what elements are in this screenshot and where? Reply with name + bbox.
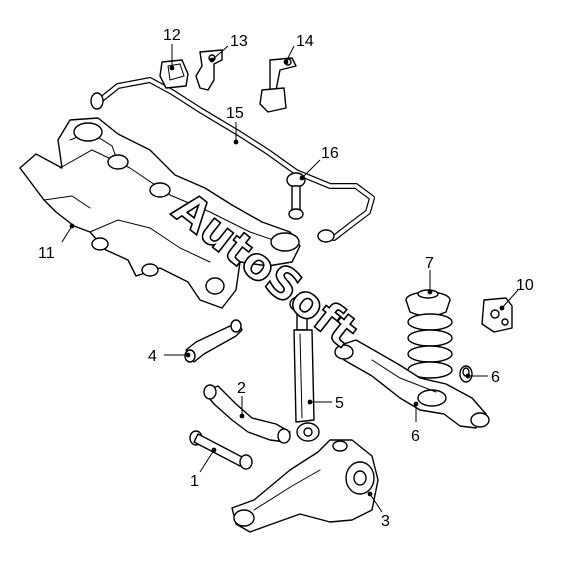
- label-12: 12: [163, 27, 181, 44]
- part-anti-roll-bar: [90, 77, 375, 243]
- label-14: 14: [296, 33, 314, 50]
- part-toe-link: [189, 430, 253, 470]
- part-spring-seat: [405, 289, 451, 317]
- part-bushing-clamp: [195, 49, 223, 91]
- label-4: 4: [148, 348, 157, 365]
- label-6: 6: [411, 428, 420, 445]
- label-5: 5: [335, 395, 344, 412]
- part-link-bracket: [259, 57, 297, 113]
- part-knuckle: [231, 439, 379, 533]
- part-drop-link: [286, 172, 306, 220]
- part-upper-control-arm: [203, 384, 291, 444]
- part-lower-control-arm: [334, 339, 490, 429]
- callout-leaders: [61, 44, 519, 513]
- label-7: 7: [425, 255, 434, 272]
- callout-labels: 12 13 14 15 16 11 7 10 4 6 5 2 6 1 3: [38, 27, 534, 530]
- part-coil-spring: [407, 313, 453, 379]
- label-10: 10: [516, 277, 534, 294]
- label-3: 3: [381, 513, 390, 530]
- label-16: 16: [321, 145, 339, 162]
- label-1: 1: [190, 473, 199, 490]
- part-anti-roll-bar-bushing: [159, 59, 189, 89]
- part-short-link: [184, 319, 243, 363]
- label-2: 2: [237, 380, 246, 397]
- part-small-bushing: [459, 365, 473, 383]
- label-9: 6: [491, 369, 500, 386]
- label-13: 13: [230, 33, 248, 50]
- label-15: 15: [226, 105, 244, 122]
- label-11: 11: [38, 245, 55, 262]
- part-mount-block: [481, 297, 513, 333]
- part-shock-absorber: [289, 295, 320, 442]
- part-subframe: [19, 117, 301, 309]
